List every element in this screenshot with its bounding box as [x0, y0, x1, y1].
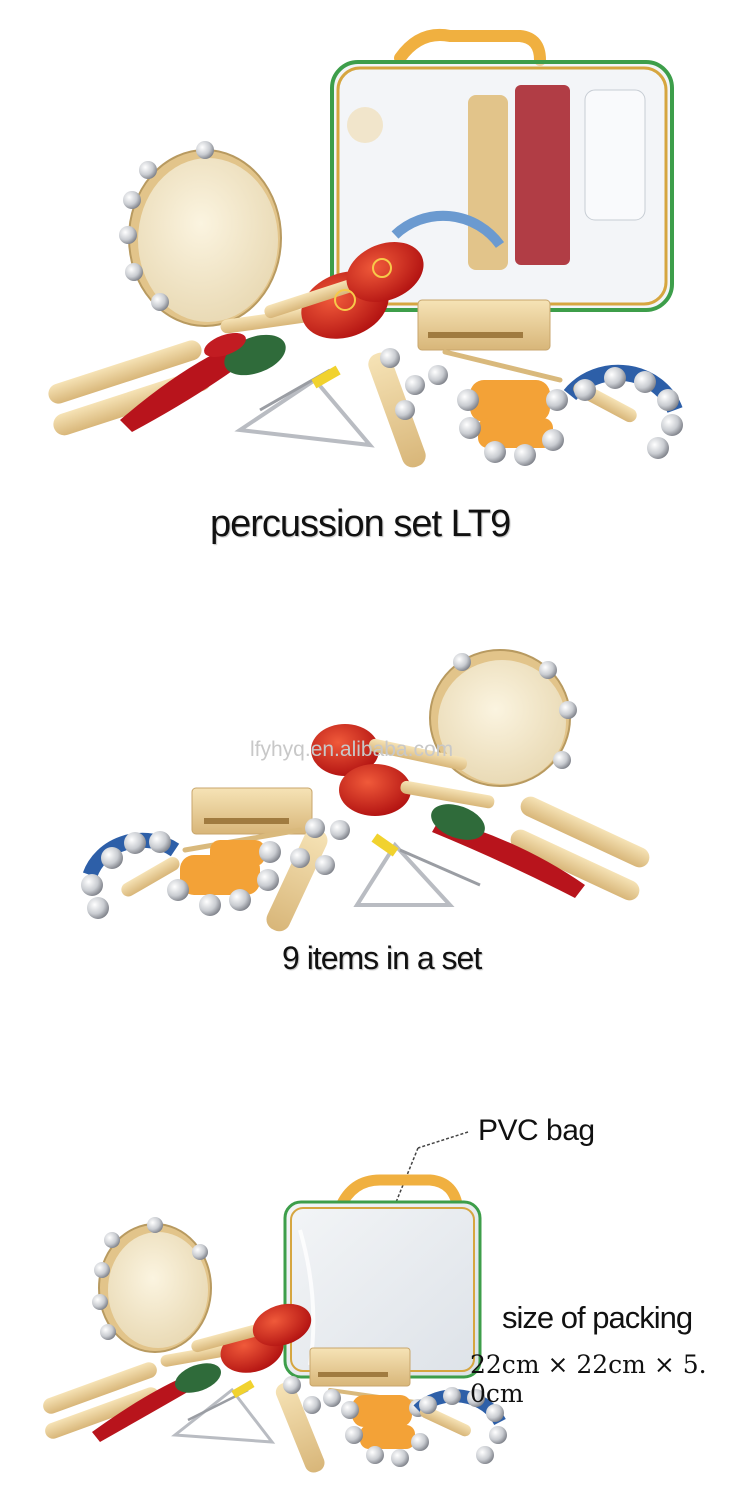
panel-percussion-set: percussion set LT9 — [0, 0, 750, 560]
wrist-bells-icon — [167, 840, 281, 916]
jingle-stick-icon — [266, 818, 350, 932]
maracas-icon — [220, 242, 424, 339]
triangle-icon — [171, 1380, 276, 1444]
maracas-icon — [311, 724, 495, 816]
packing-photo — [43, 1131, 507, 1473]
caption-percussion-set: percussion set LT9 — [210, 503, 511, 545]
rhythm-sticks-icon — [43, 1362, 159, 1439]
tambourine-icon — [429, 649, 577, 787]
maracas-icon — [160, 1303, 312, 1373]
caption-nine-items: 9 items in a set — [282, 940, 482, 976]
wood-block-icon — [417, 299, 563, 383]
panel-nine-items: lfyhyq.en.alibaba.com 9 items in a set — [0, 600, 750, 1000]
castanet-icon — [431, 804, 585, 898]
packing-dimensions: 22cm × 22cm × 5. 0cm — [470, 1350, 707, 1408]
castanet-icon — [120, 332, 286, 432]
pvc-bag-label: PVC bag — [478, 1114, 595, 1147]
tambourine-icon — [92, 1217, 212, 1353]
jingle-stick-icon — [275, 1376, 341, 1473]
triangle-icon — [234, 365, 375, 448]
panel-packing: PVC bag size of packing 22cm × 22cm × 5.… — [0, 1080, 750, 1500]
watermark: lfyhyq.en.alibaba.com — [250, 738, 454, 761]
pvc-bag-icon — [283, 1174, 482, 1379]
hand-bells-icon — [81, 831, 180, 919]
wrist-bells-icon — [457, 380, 568, 466]
percussion-set-photo — [48, 29, 683, 468]
jingle-stick-icon — [368, 348, 448, 468]
nine-items-photo — [81, 649, 650, 932]
packing-size-label: size of packing — [502, 1300, 693, 1335]
castanet-icon — [92, 1363, 221, 1442]
rhythm-sticks-icon — [510, 796, 650, 901]
triangle-icon — [353, 833, 481, 907]
hand-bells-icon — [563, 364, 683, 459]
tambourine-icon — [119, 141, 282, 327]
hand-bells-icon — [413, 1387, 507, 1464]
